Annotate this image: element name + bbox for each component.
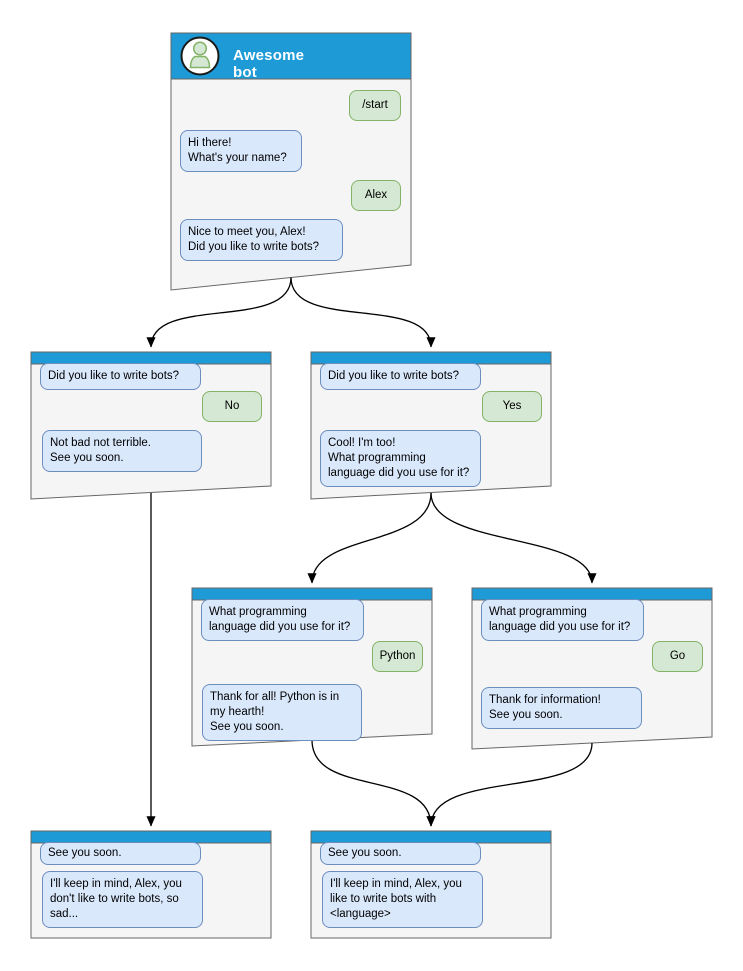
arrow-yes-to-go: [430, 492, 597, 584]
bubble-name-reply: Alex: [351, 180, 401, 211]
bubble-greeting: Hi there! What's your name?: [180, 130, 302, 172]
bubble-go-response: Thank for information! See you soon.: [481, 687, 642, 729]
bubble-yes-question: Did you like to write bots?: [320, 363, 481, 390]
arrow-root-to-no: [146, 277, 292, 348]
bubble-python-answer: Python: [372, 641, 423, 672]
bubble-no-answer: No: [202, 391, 262, 422]
person-icon-body: [189, 55, 211, 69]
arrow-root-to-yes: [290, 277, 436, 348]
bubble-no-question: Did you like to write bots?: [40, 363, 201, 390]
arrow-yes-to-python: [307, 492, 432, 584]
bubble-happy-summary: I'll keep in mind, Alex, you like to wri…: [322, 871, 483, 928]
bubble-start-command: /start: [349, 90, 401, 121]
bubble-python-question: What programming language did you use fo…: [201, 599, 364, 641]
root-window-title: Awesome bot: [233, 47, 305, 81]
bubble-python-response: Thank for all! Python is in my hearth! S…: [202, 684, 362, 741]
arrow-go-to-happy-ending: [426, 742, 593, 827]
bubble-bots-question: Nice to meet you, Alex! Did you like to …: [180, 219, 343, 261]
bubble-go-question: What programming language did you use fo…: [481, 599, 644, 641]
arrow-python-to-happy-ending: [311, 739, 436, 827]
bubble-go-answer: Go: [652, 641, 703, 672]
bubble-yes-response: Cool! I'm too! What programming language…: [320, 430, 481, 487]
bubble-sad-summary: I'll keep in mind, Alex, you don't like …: [42, 871, 203, 928]
bubble-yes-answer: Yes: [482, 391, 542, 422]
bubble-sad-farewell: See you soon.: [40, 842, 201, 865]
person-icon: [192, 41, 208, 56]
bubble-no-response: Not bad not terrible. See you soon.: [42, 430, 202, 472]
bubble-happy-farewell: See you soon.: [320, 842, 481, 865]
